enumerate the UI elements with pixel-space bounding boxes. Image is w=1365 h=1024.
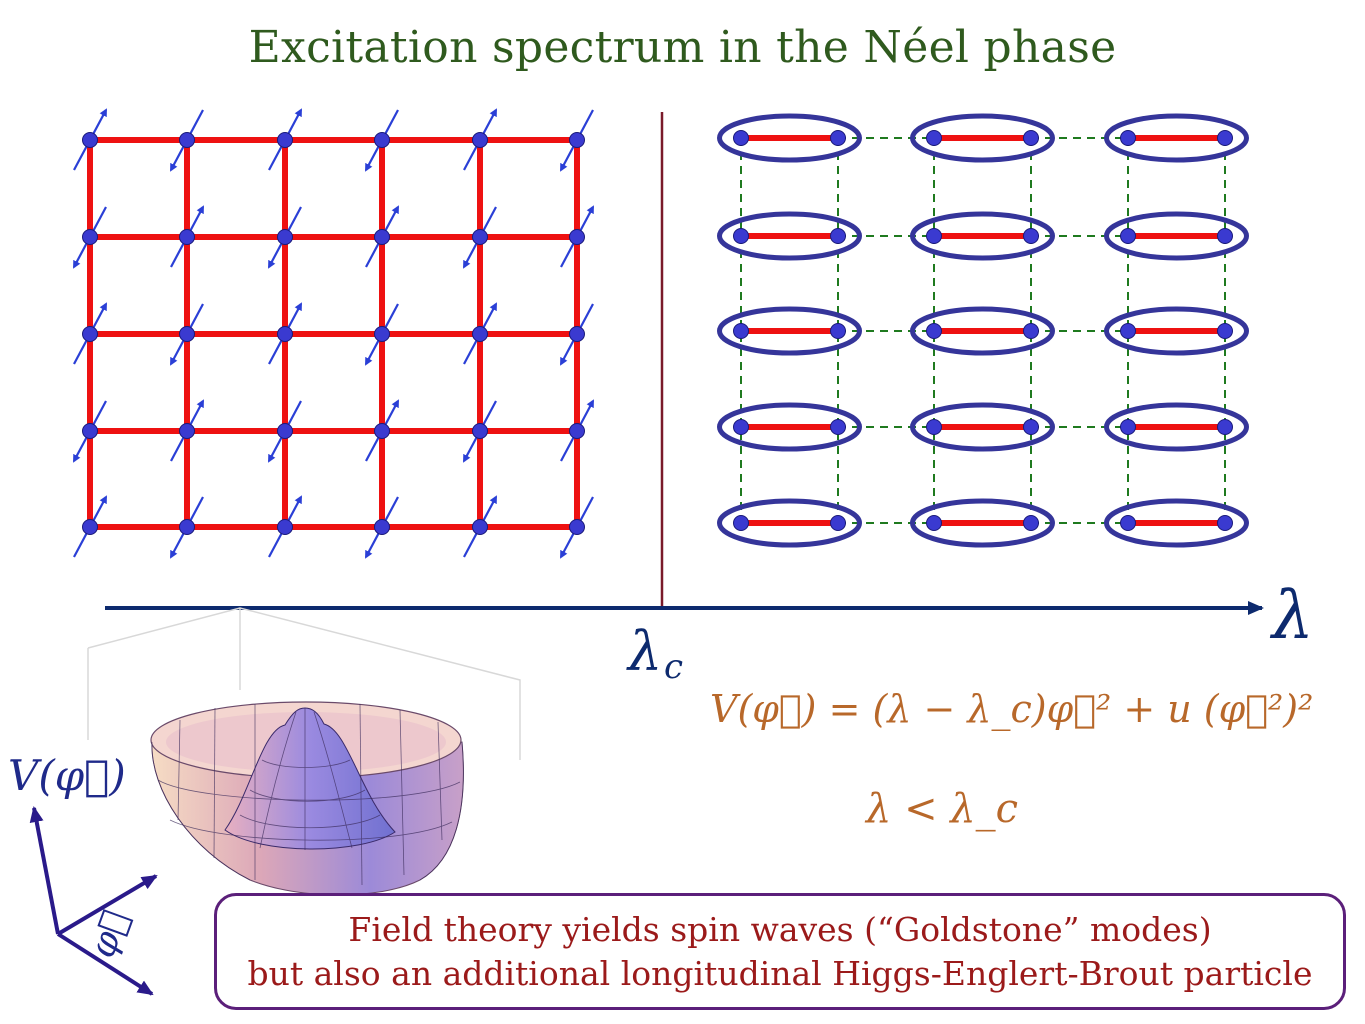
lattice-site: [277, 326, 293, 342]
dimer-singlet-ring-icon: [717, 211, 862, 261]
dimer-singlet-ring-icon: [1104, 113, 1249, 163]
lattice-site: [1120, 419, 1136, 435]
lattice-site: [1023, 228, 1039, 244]
lattice-site: [374, 326, 390, 342]
lattice-site: [179, 132, 195, 148]
dimer-singlet-ring-icon: [910, 211, 1055, 261]
mexican-hat-icon: [150, 701, 464, 896]
dimer-singlet-ring-icon: [910, 498, 1055, 548]
lambda-axis-label: λ: [1269, 577, 1314, 654]
lattice-site: [472, 132, 488, 148]
lattice-site: [733, 419, 749, 435]
dimer-singlet-ring-icon: [910, 402, 1055, 452]
dimer-singlet-ring-icon: [717, 113, 862, 163]
neel-lattice: [73, 108, 594, 559]
lattice-site: [926, 130, 942, 146]
lattice-site: [82, 326, 98, 342]
caption-box: Field theory yields spin waves (“Goldsto…: [214, 893, 1346, 1010]
lattice-site: [926, 228, 942, 244]
lattice-site: [733, 515, 749, 531]
potential-vertical-axis: [29, 806, 60, 935]
lattice-site: [374, 132, 390, 148]
lattice-site: [374, 229, 390, 245]
lattice-site: [179, 423, 195, 439]
lattice-site: [733, 130, 749, 146]
lattice-site: [1217, 419, 1233, 435]
lattice-site: [830, 130, 846, 146]
lattice-site: [830, 419, 846, 435]
lattice-site: [374, 519, 390, 535]
slide-title: Excitation spectrum in the Néel phase: [248, 22, 1117, 73]
plot-box: [87, 607, 521, 760]
lattice-site: [179, 229, 195, 245]
lattice-site: [926, 515, 942, 531]
caption-line-2: but also an additional longitudinal Higg…: [247, 954, 1313, 993]
phase-condition: λ < λ_c: [864, 786, 1018, 832]
lattice-site: [277, 423, 293, 439]
lattice-site: [569, 423, 585, 439]
lattice-site: [277, 229, 293, 245]
lattice-site: [1217, 515, 1233, 531]
lattice-site: [82, 229, 98, 245]
lattice-site: [82, 132, 98, 148]
lattice-site: [830, 228, 846, 244]
dimer-lattice: [717, 113, 1249, 548]
lattice-site: [926, 419, 942, 435]
lattice-site: [82, 519, 98, 535]
lambda-critical-label: λ c: [626, 620, 683, 687]
dimer-singlet-ring-icon: [1104, 498, 1249, 548]
lattice-site: [472, 519, 488, 535]
lattice-site: [1120, 323, 1136, 339]
potential-formula: V(φ⃗) = (λ − λ_c)φ⃗² + u (φ⃗²)²: [710, 687, 1313, 732]
lattice-site: [1023, 130, 1039, 146]
lattice-site: [926, 323, 942, 339]
lattice-site: [1120, 515, 1136, 531]
lattice-site: [1217, 323, 1233, 339]
lattice-site: [1217, 228, 1233, 244]
lattice-site: [179, 326, 195, 342]
field-axis-1: [56, 874, 158, 936]
dimer-singlet-ring-icon: [910, 113, 1055, 163]
lattice-site: [179, 519, 195, 535]
lattice-site: [1023, 419, 1039, 435]
dimer-singlet-ring-icon: [717, 498, 862, 548]
dimer-singlet-ring-icon: [717, 402, 862, 452]
lattice-site: [830, 515, 846, 531]
dimer-singlet-ring-icon: [717, 306, 862, 356]
lattice-site: [472, 423, 488, 439]
lattice-site: [830, 323, 846, 339]
dimer-singlet-ring-icon: [1104, 211, 1249, 261]
lambda-critical-symbol: λ: [626, 620, 662, 683]
lattice-site: [1217, 130, 1233, 146]
lattice-site: [733, 228, 749, 244]
lattice-site: [472, 326, 488, 342]
lattice-site: [82, 423, 98, 439]
lambda-critical-subscript: c: [664, 647, 683, 687]
lattice-site: [733, 323, 749, 339]
dimer-singlet-ring-icon: [1104, 306, 1249, 356]
caption-line-1: Field theory yields spin waves (“Goldsto…: [348, 910, 1212, 949]
lattice-site: [277, 519, 293, 535]
dimer-singlet-ring-icon: [1104, 402, 1249, 452]
lattice-site: [569, 326, 585, 342]
potential-axis-label: V(φ⃗): [8, 751, 126, 800]
lattice-site: [472, 229, 488, 245]
lattice-site: [569, 229, 585, 245]
lattice-site: [569, 519, 585, 535]
lattice-site: [374, 423, 390, 439]
lattice-site: [569, 132, 585, 148]
dimer-singlet-ring-icon: [910, 306, 1055, 356]
lattice-site: [1023, 515, 1039, 531]
lattice-site: [1120, 130, 1136, 146]
lattice-site: [277, 132, 293, 148]
lattice-site: [1023, 323, 1039, 339]
field-axis-2: [56, 932, 154, 996]
lattice-site: [1120, 228, 1136, 244]
